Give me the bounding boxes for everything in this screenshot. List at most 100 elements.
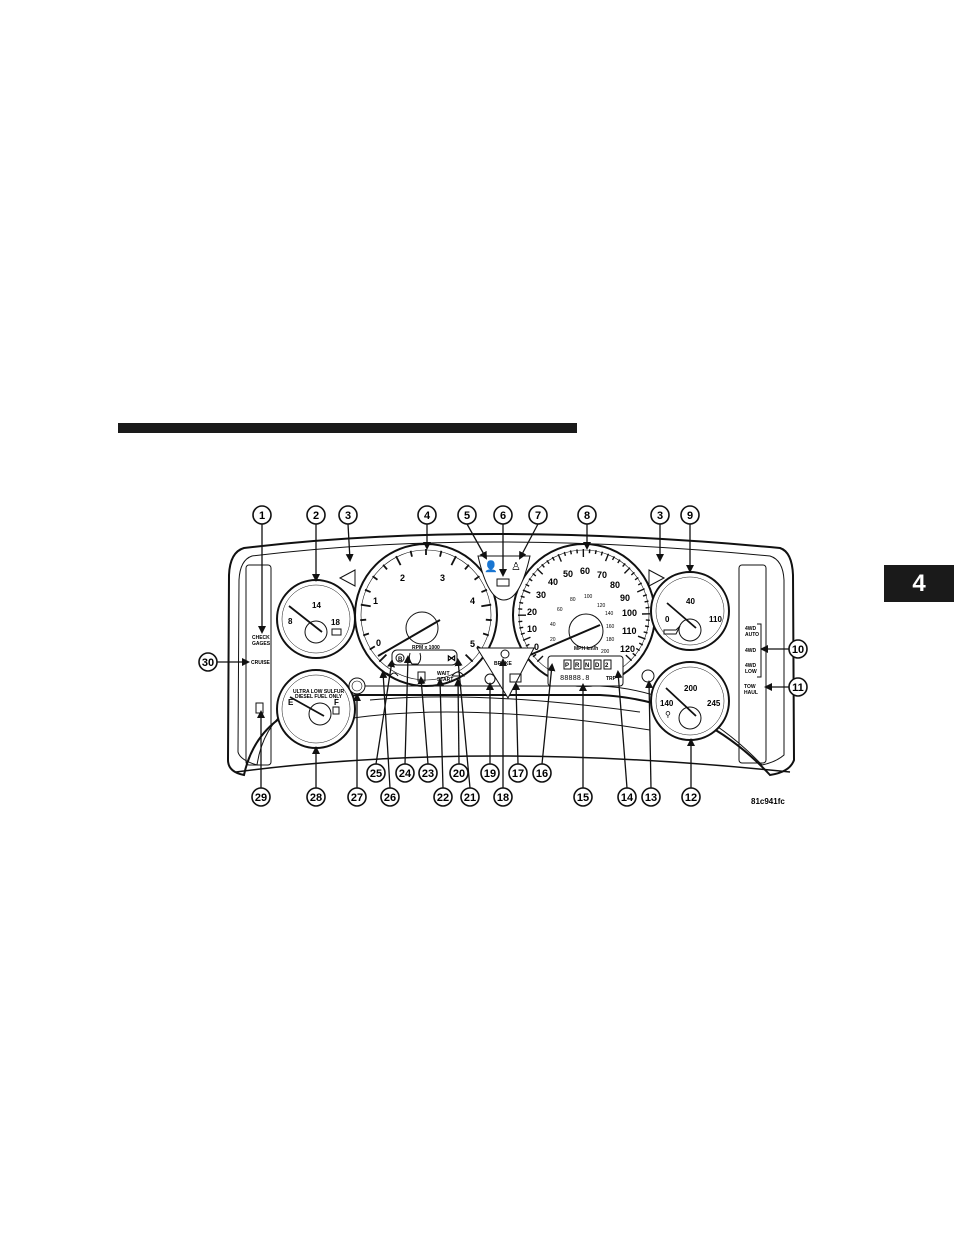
callout-leader bbox=[436, 678, 445, 789]
callout-number: 23 bbox=[422, 768, 434, 780]
callout-marker: 6 bbox=[493, 505, 513, 525]
speedo-tick bbox=[643, 631, 648, 634]
callout-number: 3 bbox=[345, 510, 351, 522]
battery-icon bbox=[331, 628, 342, 636]
callout-marker: 16 bbox=[532, 763, 552, 783]
speedo-tick bbox=[536, 568, 544, 575]
callout-marker: 23 bbox=[418, 763, 438, 783]
speedo-tick bbox=[623, 567, 631, 574]
coolant-temp-gauge: 200 140 245 ⚲ bbox=[650, 661, 730, 741]
traction-icon bbox=[484, 673, 496, 685]
tach-tick bbox=[382, 564, 388, 570]
callout-marker: 9 bbox=[680, 505, 700, 525]
tach-number: 2 bbox=[400, 573, 405, 583]
kmh-label: 140 bbox=[605, 611, 614, 617]
kmh-label: 80 bbox=[570, 597, 576, 603]
4wd-low-label: LOW bbox=[745, 669, 757, 675]
tach-tick bbox=[481, 603, 492, 608]
check-engine-icon bbox=[509, 673, 522, 683]
callout-leader bbox=[403, 655, 412, 765]
prndl-indicator: P R N D 2 bbox=[563, 659, 612, 670]
mph-label: 20 bbox=[527, 607, 537, 617]
oil-mid: 40 bbox=[686, 597, 695, 606]
tachometer: 0 1 2 3 4 5 RPM x 1000 B ⋈ WAIT START bbox=[354, 543, 498, 687]
callout-number: 12 bbox=[685, 792, 697, 804]
callout-number: 22 bbox=[437, 792, 449, 804]
callout-number: 4 bbox=[424, 510, 431, 522]
callout-number: 7 bbox=[535, 510, 541, 522]
mph-label: 50 bbox=[563, 569, 573, 579]
speedo-tick bbox=[634, 576, 639, 581]
oil-pressure-gauge: 40 0 110 bbox=[650, 571, 730, 651]
tach-number: 1 bbox=[373, 596, 378, 606]
speedo-tick bbox=[525, 583, 530, 587]
kmh-label: 60 bbox=[557, 607, 563, 613]
callout-marker: 5 bbox=[457, 505, 477, 525]
mph-label: 60 bbox=[580, 566, 590, 576]
tach-unit-label: RPM x 1000 bbox=[412, 645, 440, 651]
speedo-tick bbox=[642, 594, 648, 597]
speedo-tick bbox=[532, 653, 537, 658]
callout-number: 3 bbox=[657, 510, 663, 522]
kmh-label: 40 bbox=[550, 622, 556, 628]
callout-number: 27 bbox=[351, 792, 363, 804]
tach-number: 0 bbox=[376, 638, 381, 648]
speedo-tick bbox=[522, 589, 531, 594]
callout-number: 19 bbox=[484, 768, 496, 780]
right-turn-arrow-icon bbox=[648, 569, 666, 587]
speedo-tick bbox=[563, 551, 567, 557]
callout-marker: 3 bbox=[338, 505, 358, 525]
callout-number: 14 bbox=[621, 792, 634, 804]
seatbelt-reminder-icon: ♙ bbox=[511, 561, 521, 573]
fuel-gauge: ULTRA LOW SULFUR DIESEL FUEL ONLY E F bbox=[276, 669, 356, 749]
callout-leader bbox=[614, 670, 628, 789]
callout-marker: 20 bbox=[449, 763, 469, 783]
callout-number: 26 bbox=[384, 792, 396, 804]
tach-tick bbox=[409, 550, 413, 557]
speedo-tick bbox=[569, 550, 573, 555]
prndl-letter: D bbox=[595, 663, 600, 669]
callout-number: 13 bbox=[645, 792, 657, 804]
oil-high: 110 bbox=[709, 615, 722, 624]
callout-marker: 25 bbox=[366, 763, 386, 783]
temp-high: 245 bbox=[707, 699, 721, 708]
callout-number: 28 bbox=[310, 792, 322, 804]
indicator-lamp bbox=[641, 669, 655, 683]
tach-tick bbox=[395, 555, 402, 566]
callout-marker: 17 bbox=[508, 763, 528, 783]
tach-number: 3 bbox=[440, 573, 445, 583]
callout-marker: 12 bbox=[681, 787, 701, 807]
callout-number: 2 bbox=[313, 510, 319, 522]
callout-marker: 21 bbox=[460, 787, 480, 807]
kmh-label: 100 bbox=[584, 594, 593, 600]
oil-low: 0 bbox=[665, 615, 670, 624]
callout-leader bbox=[645, 680, 654, 789]
4wd-low-label: 4WD bbox=[745, 663, 757, 669]
speedo-tick bbox=[528, 578, 533, 582]
chapter-tab: 4 bbox=[884, 565, 954, 602]
check-gages-label: CHECK bbox=[252, 635, 270, 641]
wait-start-label: WAIT bbox=[437, 671, 450, 677]
fuel-notice: DIESEL FUEL ONLY bbox=[295, 694, 343, 700]
callout-number: 15 bbox=[577, 792, 589, 804]
left-turn-arrow-icon bbox=[338, 569, 356, 587]
callout-number: 20 bbox=[453, 768, 465, 780]
4wd-label: 4WD bbox=[745, 648, 757, 654]
oil-can-icon bbox=[663, 625, 681, 635]
callout-number: 17 bbox=[512, 768, 524, 780]
speedo-tick bbox=[551, 556, 555, 561]
tach-tick bbox=[360, 603, 371, 608]
thermometer-icon: ⚲ bbox=[665, 710, 671, 719]
fuel-door-icon bbox=[255, 702, 264, 714]
prndl-letter: R bbox=[575, 663, 580, 669]
voltmeter-gauge: 14 8 18 bbox=[276, 579, 356, 659]
callout-leader bbox=[466, 523, 487, 560]
callout-number: 30 bbox=[202, 657, 214, 669]
fuel-notice: ULTRA LOW SULFUR bbox=[293, 689, 344, 695]
kmh-label: 160 bbox=[606, 624, 615, 630]
trip-label: TRP bbox=[606, 676, 617, 682]
mph-label: 90 bbox=[620, 593, 630, 603]
callout-marker: 10 bbox=[788, 639, 808, 659]
callout-leader bbox=[417, 676, 429, 765]
